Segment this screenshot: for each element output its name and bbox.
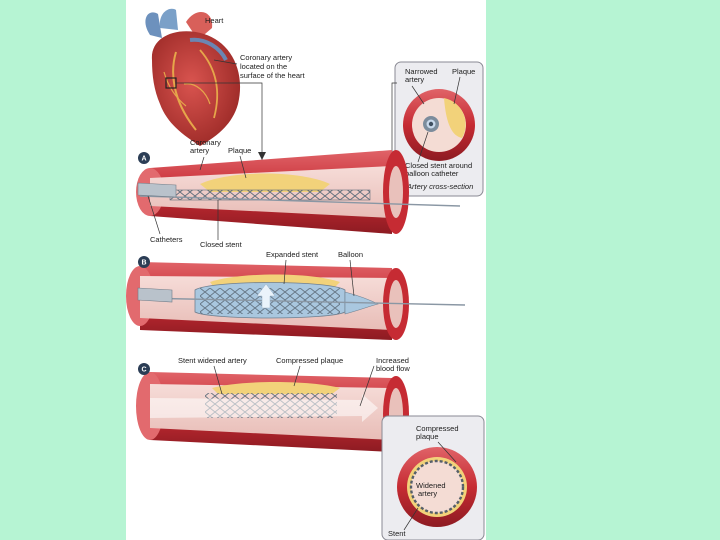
cross-section-bottom <box>381 415 485 540</box>
coronary-artery-line2: artery <box>190 146 209 155</box>
step-c-marker-badge <box>138 363 150 375</box>
narrowed-label-line1: Narrowed <box>405 67 438 76</box>
bottom-stent-label: Stent <box>388 529 406 538</box>
increased-blood-flow-line2: blood flow <box>376 364 410 373</box>
coronary-location-line2: located on the <box>240 62 287 71</box>
closed-stent-around-line1: Closed stent around <box>405 161 472 170</box>
coronary-artery-line1: Coronary <box>190 138 221 147</box>
closed-stent-label: Closed stent <box>200 240 243 249</box>
compressed-plaque-label: Compressed plaque <box>276 356 343 365</box>
heart-illustration <box>145 8 241 146</box>
step-a-marker: A <box>142 156 147 163</box>
artery-cross-section-caption: Artery cross-section <box>406 182 473 191</box>
bottom-compressed-plaque-line2: plaque <box>416 432 439 441</box>
artery-step-a <box>136 150 461 234</box>
stent-widened-artery-label: Stent widened artery <box>178 356 247 365</box>
step-a-plaque-label: Plaque <box>228 146 251 155</box>
step-b-marker-badge <box>138 256 150 268</box>
catheters-label: Catheters <box>150 235 183 244</box>
heart-label: Heart <box>205 16 224 25</box>
expanded-stent-label: Expanded stent <box>266 250 319 259</box>
step-c-marker: C <box>142 367 147 374</box>
widened-artery-line1: Widened <box>416 481 446 490</box>
balloon-label: Balloon <box>338 250 363 259</box>
closed-stent-around-line2: balloon catheter <box>405 169 459 178</box>
cross-plaque-label: Plaque <box>452 67 475 76</box>
coronary-location-line3: surface of the heart <box>240 71 306 80</box>
coronary-location-line1: Coronary artery <box>240 53 292 62</box>
artery-step-b <box>126 262 466 340</box>
step-b-marker: B <box>142 260 147 267</box>
increased-blood-flow-line1: Increased <box>376 356 409 365</box>
widened-artery-line2: artery <box>418 489 437 498</box>
bottom-compressed-plaque-line1: Compressed <box>416 424 459 433</box>
narrowed-label-line2: artery <box>405 75 424 84</box>
step-a-marker-badge <box>138 152 150 164</box>
artery-step-c <box>136 372 409 452</box>
